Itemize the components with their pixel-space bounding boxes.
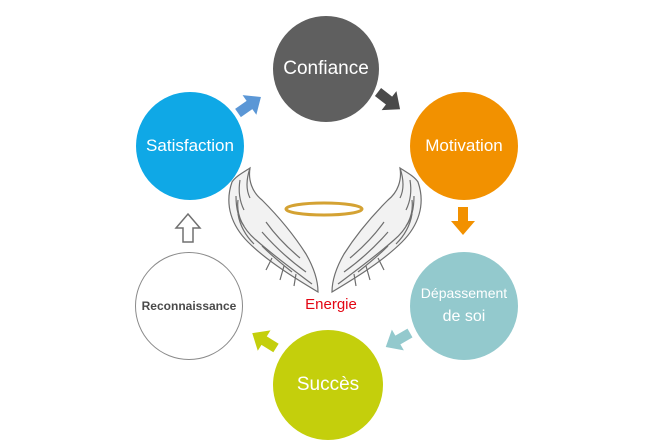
node-label: Reconnaissance	[141, 298, 237, 313]
node-label: Motivation	[425, 136, 503, 156]
halo-icon	[284, 201, 364, 217]
node-reconnaissance: Reconnaissance	[135, 252, 243, 360]
node-confiance: Confiance	[273, 16, 379, 122]
arrow-icon	[174, 212, 202, 243]
node-label: Confiance	[283, 58, 369, 80]
arrow-icon	[374, 88, 401, 111]
arrow-icon	[451, 207, 475, 235]
node-label: Succès	[296, 374, 360, 396]
angel-wings-icon	[228, 166, 422, 294]
arrow-icon	[385, 328, 413, 351]
center-label-energie: Energie	[305, 296, 357, 313]
arrow-icon	[235, 95, 261, 118]
node-satisfaction: Satisfaction	[136, 92, 244, 200]
node-label-line2: de soi	[442, 307, 486, 325]
node-depassement-de-soi: Dépassement de soi	[410, 252, 518, 360]
arrow-icon	[252, 330, 279, 353]
node-motivation: Motivation	[410, 92, 518, 200]
node-succes: Succès	[273, 330, 383, 440]
node-label-line1: Dépassement	[420, 285, 508, 302]
node-label: Satisfaction	[146, 136, 234, 156]
